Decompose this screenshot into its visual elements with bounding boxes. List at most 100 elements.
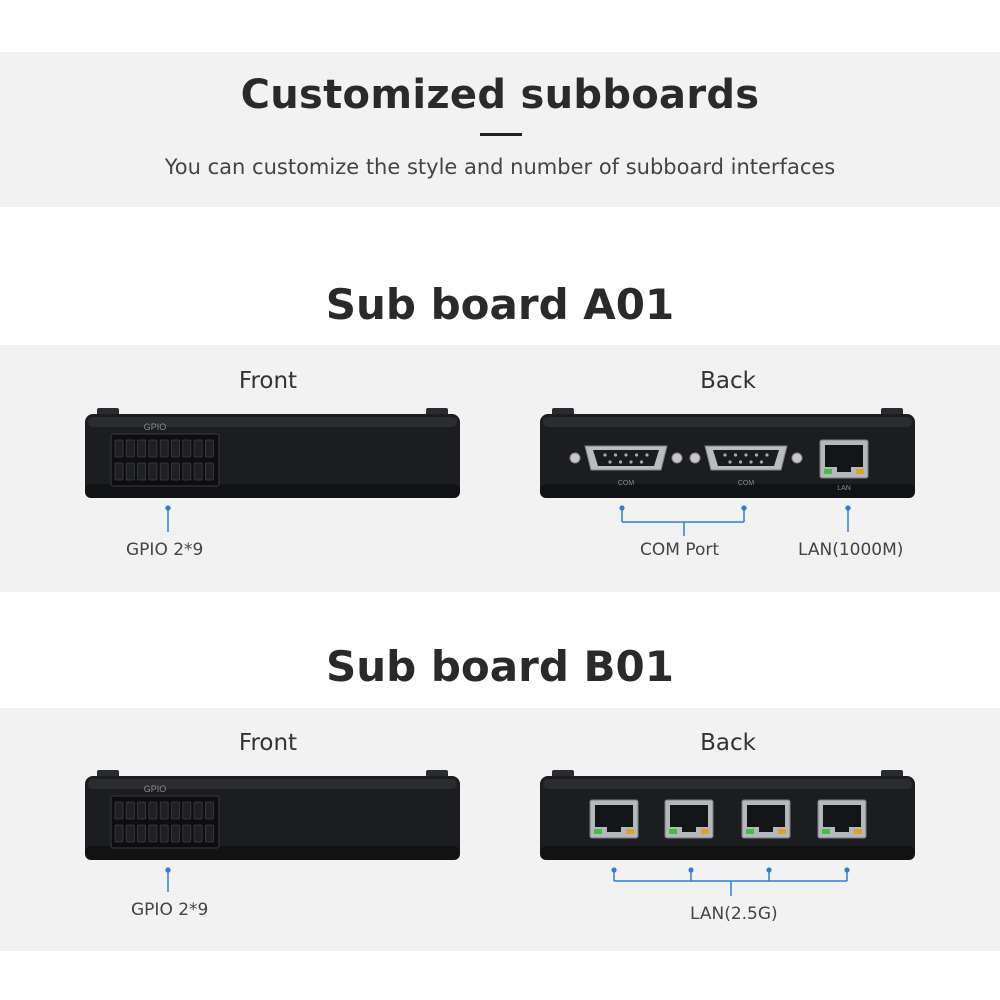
- rj45-led-green: [822, 829, 830, 834]
- gpio-pin: [205, 801, 214, 820]
- device-top-bevel: [88, 779, 457, 789]
- b01-back-device-image: [540, 770, 915, 860]
- rj45-socket: [595, 805, 633, 827]
- rj45-led-green: [824, 469, 832, 474]
- b01-front-label: Front: [238, 730, 298, 756]
- a01-front-device-image: GPIO: [85, 408, 460, 498]
- com-silk-label: COM: [618, 480, 635, 487]
- screw-icon: [569, 452, 581, 464]
- rj45-led-amber: [701, 829, 709, 834]
- gpio-pin: [159, 824, 169, 843]
- db9-pin: [645, 453, 649, 457]
- gpio-pin: [125, 439, 135, 458]
- a01-lan-annotation: LAN(1000M): [798, 540, 904, 560]
- rj45-latch-slot: [837, 465, 851, 472]
- rj45-led-green: [594, 829, 602, 834]
- gpio-pin: [148, 439, 158, 458]
- rj45-socket: [825, 445, 863, 467]
- gpio-pin: [125, 801, 135, 820]
- gpio-pin: [148, 462, 158, 481]
- header-band: [0, 52, 1000, 207]
- db9-pin: [759, 460, 764, 464]
- rj45-led-amber: [854, 829, 862, 834]
- gpio-pin: [193, 439, 203, 458]
- rj45-socket: [670, 805, 708, 827]
- section-b01-title: Sub board B01: [326, 642, 674, 691]
- db9-pin: [634, 453, 639, 457]
- screw-icon: [791, 452, 803, 464]
- gpio-silk-label: GPIO: [144, 422, 167, 432]
- db9-pin: [728, 460, 732, 464]
- gpio-pin: [159, 439, 169, 458]
- com-silk-label: COM: [738, 480, 755, 487]
- a01-com-annotation: COM Port: [640, 540, 720, 560]
- gpio-pin: [205, 462, 214, 481]
- device-body: [540, 776, 915, 860]
- gpio-pin: [193, 824, 203, 843]
- db9-pin: [765, 453, 769, 457]
- db9-pin: [618, 460, 623, 464]
- gpio-pin: [159, 462, 169, 481]
- gpio-pin: [205, 439, 214, 458]
- b01-back-label: Back: [700, 730, 756, 756]
- device-top-bevel: [543, 779, 912, 789]
- rj45-latch-slot: [835, 825, 849, 832]
- page-subtitle: You can customize the style and number o…: [164, 155, 836, 179]
- a01-gpio-annotation: GPIO 2*9: [126, 540, 204, 560]
- rj45-latch-slot: [607, 825, 621, 832]
- rj45-latch-slot: [759, 825, 773, 832]
- db9-pin: [749, 460, 753, 464]
- gpio-pin: [182, 824, 192, 843]
- a01-front-label: Front: [238, 368, 298, 394]
- gpio-pin: [148, 824, 158, 843]
- screw-icon: [689, 452, 701, 464]
- db9-pin: [608, 460, 612, 464]
- page-title: Customized subboards: [240, 72, 760, 118]
- title-underline: [480, 133, 522, 136]
- rj45-led-amber: [626, 829, 634, 834]
- device-base: [85, 484, 460, 498]
- gpio-pin: [193, 462, 203, 481]
- gpio-pin: [159, 801, 169, 820]
- section-a01-title: Sub board A01: [325, 280, 675, 329]
- gpio-pin: [148, 801, 158, 820]
- rj45-led-green: [746, 829, 754, 834]
- lan-silk-label: LAN: [837, 485, 851, 492]
- db9-pin: [744, 453, 748, 457]
- gpio-pin: [125, 824, 135, 843]
- db9-pin: [723, 453, 727, 457]
- gpio-pin: [137, 801, 146, 820]
- gpio-pin: [182, 801, 192, 820]
- gpio-pin: [182, 462, 192, 481]
- gpio-pin: [137, 824, 146, 843]
- rj45-socket: [747, 805, 785, 827]
- gpio-pin: [114, 801, 124, 820]
- device-base: [85, 846, 460, 860]
- rj45-led-green: [669, 829, 677, 834]
- gpio-pin: [114, 824, 124, 843]
- device-top-bevel: [88, 417, 457, 427]
- gpio-pin: [193, 801, 203, 820]
- gpio-pin: [171, 824, 180, 843]
- gpio-pin: [114, 439, 124, 458]
- db9-pin: [639, 460, 644, 464]
- a01-back-device-image: COM COM LAN: [540, 408, 915, 498]
- gpio-pin: [205, 824, 214, 843]
- gpio-pin: [137, 462, 146, 481]
- b01-lan-annotation: LAN(2.5G): [690, 904, 778, 924]
- rj45-led-amber: [856, 469, 864, 474]
- gpio-pin: [171, 801, 180, 820]
- gpio-pin: [114, 462, 124, 481]
- b01-front-device-image: GPIO: [85, 770, 460, 860]
- db9-pin: [733, 453, 738, 457]
- rj45-latch-slot: [682, 825, 696, 832]
- rj45-socket: [823, 805, 861, 827]
- gpio-pin: [171, 439, 180, 458]
- db9-pin: [754, 453, 759, 457]
- b01-gpio-annotation: GPIO 2*9: [131, 900, 209, 920]
- device-top-bevel: [543, 417, 912, 427]
- device-base: [540, 484, 915, 498]
- gpio-pin: [182, 439, 192, 458]
- device-base: [540, 846, 915, 860]
